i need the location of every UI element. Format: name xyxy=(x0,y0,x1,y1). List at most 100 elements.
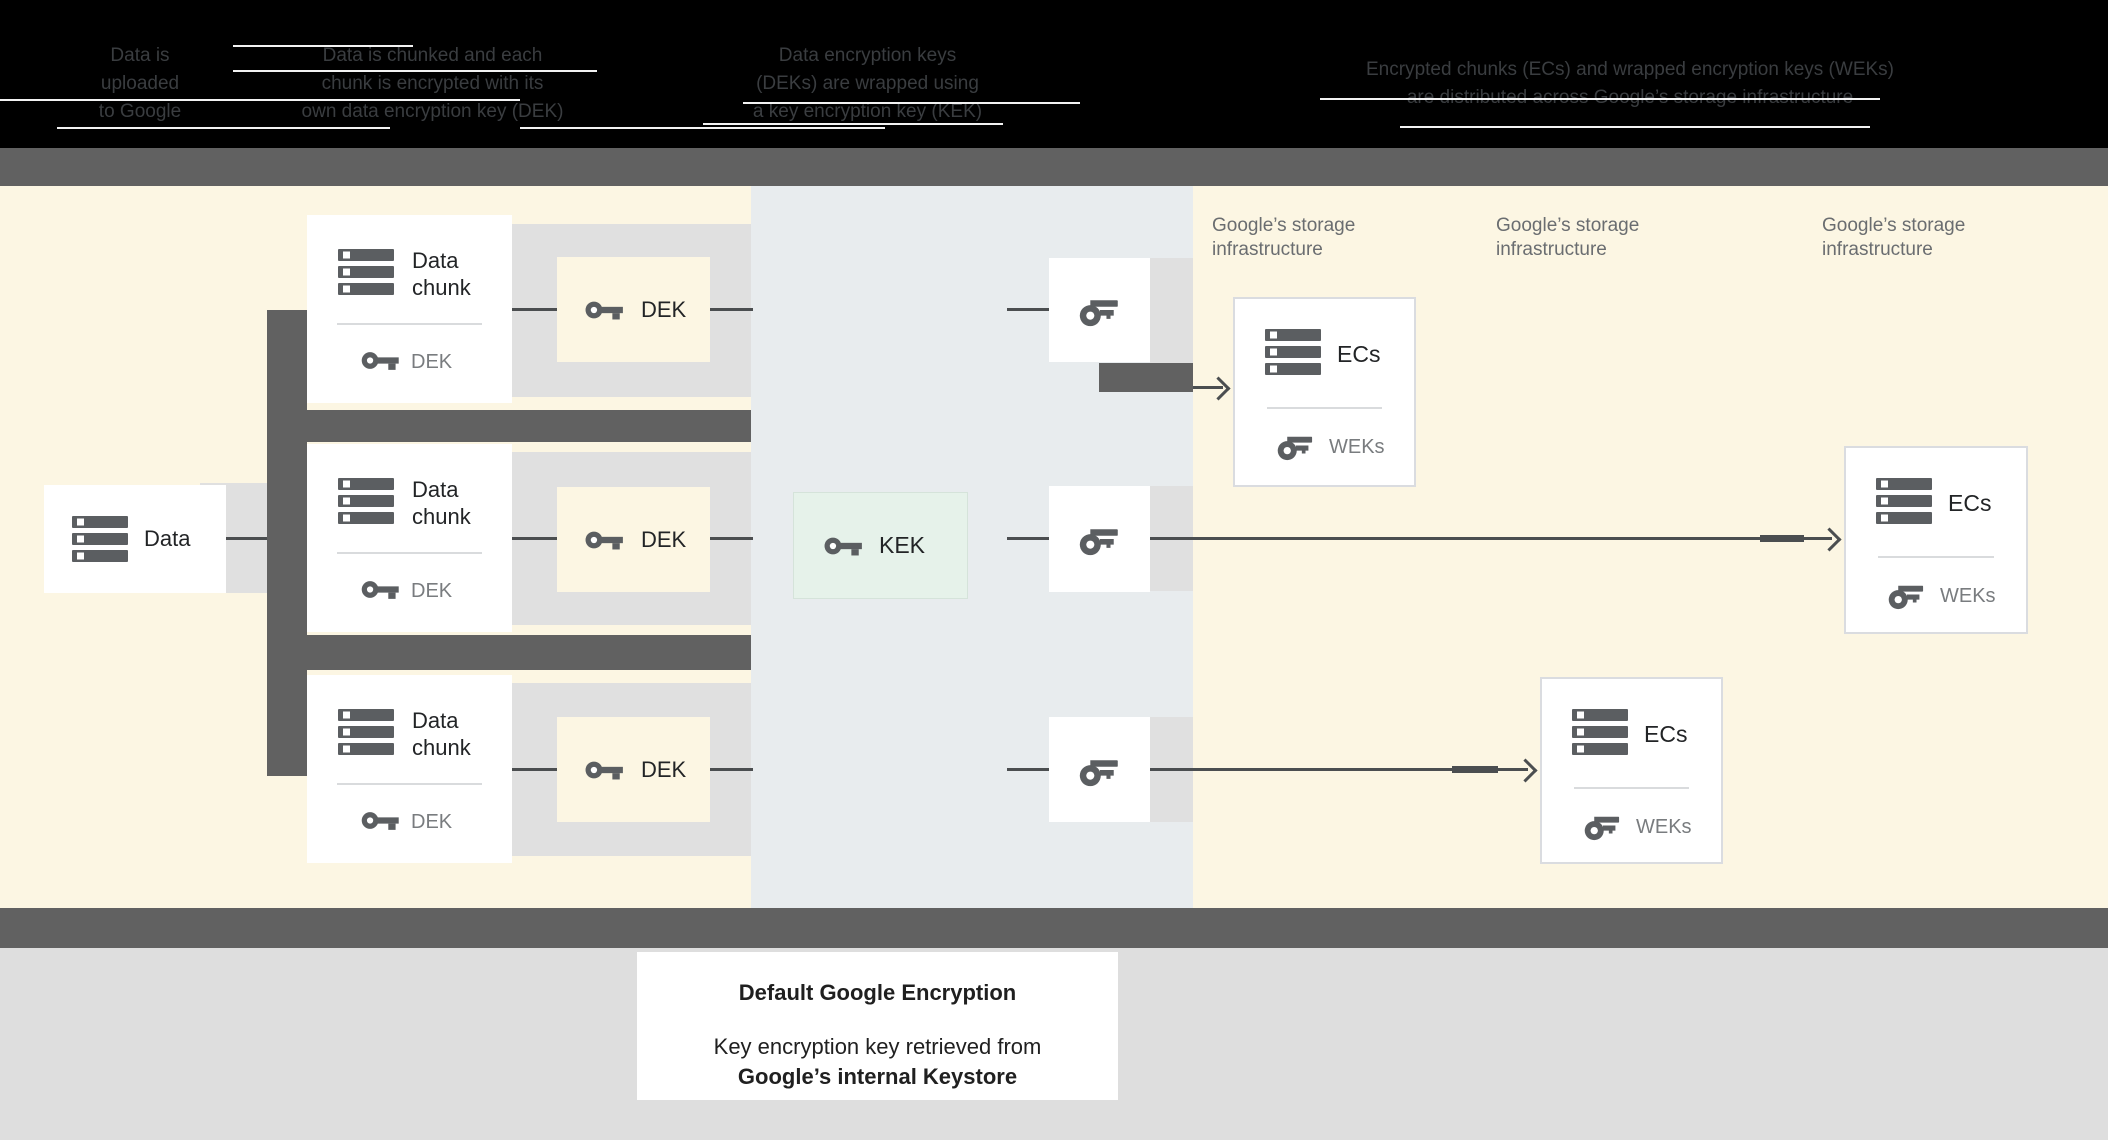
caption-line: Google’s internal Keystore xyxy=(737,1064,1018,1089)
header-step-line: uploaded xyxy=(100,73,180,94)
ecs-title: ECs xyxy=(1948,490,1992,516)
storage-label-line: Google’s storage xyxy=(1212,215,1356,236)
flow-line xyxy=(710,768,753,771)
key-icon xyxy=(824,533,864,559)
storage-icon xyxy=(1572,709,1628,755)
header-step-line: Data is chunked and each xyxy=(322,45,543,66)
ecs-box: ECs WEKs xyxy=(1233,297,1416,487)
dek-box: DEK xyxy=(557,487,710,592)
ecs-weks-label: WEKs xyxy=(1636,816,1692,838)
ecs-title: ECs xyxy=(1644,721,1688,747)
top-divider-bar xyxy=(0,148,2108,186)
arrow-line xyxy=(1150,768,1528,771)
header-step-line: are distributed across Google’s storage … xyxy=(1406,87,1854,108)
dek-box: DEK xyxy=(557,257,710,362)
arrow-line xyxy=(1150,537,1832,540)
header-step-4: Encrypted chunks (ECs) and wrapped encry… xyxy=(1300,56,1960,112)
data-chunk-box: Data chunk DEK xyxy=(307,675,512,863)
wrapped-key-icon xyxy=(1079,522,1121,556)
ecs-divider xyxy=(1878,556,1994,558)
redaction-line xyxy=(233,70,597,72)
wrapped-key-icon xyxy=(1584,810,1622,841)
wrapped-key-icon xyxy=(1277,430,1315,461)
flow-line xyxy=(1007,768,1049,771)
storage-icon xyxy=(338,478,394,524)
flow-line xyxy=(512,537,557,540)
key-icon xyxy=(585,297,625,323)
header-step-line: Data is xyxy=(110,45,170,66)
key-icon xyxy=(585,757,625,783)
ecs-box: ECs WEKs xyxy=(1844,446,2028,634)
wrapped-key-segment xyxy=(1452,766,1498,773)
storage-label-3: Google’s storage infrastructure xyxy=(1822,214,1965,262)
chunk-dek-label: DEK xyxy=(411,351,453,373)
flow-line xyxy=(710,537,753,540)
wrapping-key-box xyxy=(1049,486,1150,592)
redaction-line xyxy=(520,127,885,129)
ecs-divider xyxy=(1574,787,1689,789)
storage-label-1: Google’s storage infrastructure xyxy=(1212,214,1355,262)
wrapping-key-box xyxy=(1049,717,1150,822)
ecs-weks-label: WEKs xyxy=(1329,436,1385,458)
wrapped-key-segment xyxy=(1760,535,1804,542)
header-step-3: Data encryption keys (DEKs) are wrapped … xyxy=(695,42,1040,126)
redaction-line xyxy=(743,102,1080,104)
header-step-line: to Google xyxy=(98,101,182,122)
kek-box-label: KEK xyxy=(879,532,926,558)
flow-line xyxy=(512,308,557,311)
dek-box: DEK xyxy=(557,717,710,822)
header-step-line: Data encryption keys xyxy=(778,45,957,66)
wrapped-key-icon xyxy=(1888,579,1926,610)
key-icon xyxy=(361,348,401,373)
caption-line: Key encryption key retrieved from xyxy=(713,1034,1042,1059)
storage-label-line: infrastructure xyxy=(1822,239,1933,260)
flow-bar xyxy=(267,410,751,442)
storage-icon xyxy=(338,249,394,295)
kek-box: KEK xyxy=(793,492,968,599)
storage-icon xyxy=(72,516,128,562)
connector-trunk xyxy=(267,310,307,776)
storage-icon xyxy=(338,709,394,755)
storage-icon xyxy=(1265,329,1321,375)
data-chunk-title: Data chunk xyxy=(412,708,471,760)
dek-box-label: DEK xyxy=(641,756,687,782)
wrapping-key-box xyxy=(1049,258,1150,362)
arrow-line xyxy=(1193,386,1223,389)
chunk-dek-label: DEK xyxy=(411,811,453,833)
caption-title: Default Google Encryption xyxy=(738,980,1017,1005)
flow-line xyxy=(226,537,267,540)
wrapped-key-icon xyxy=(1079,293,1121,327)
redaction-line xyxy=(0,99,520,101)
header-step-line: (DEKs) are wrapped using xyxy=(756,73,979,94)
flow-bar xyxy=(267,635,751,670)
data-box-label: Data xyxy=(144,526,191,551)
storage-icon xyxy=(1876,478,1932,524)
flow-line xyxy=(512,768,557,771)
storage-label-line: infrastructure xyxy=(1496,239,1607,260)
data-box: Data xyxy=(44,485,226,593)
flow-line xyxy=(1007,308,1049,311)
ecs-divider xyxy=(1267,407,1382,409)
chunk-divider xyxy=(337,323,482,325)
chunk-divider xyxy=(337,783,482,785)
dek-box-label: DEK xyxy=(641,526,687,552)
storage-label-2: Google’s storage infrastructure xyxy=(1496,214,1639,262)
header-step-2: Data is chunked and each chunk is encryp… xyxy=(260,42,605,126)
data-chunk-title: Data chunk xyxy=(412,477,471,529)
caption-box: Default Google Encryption Key encryption… xyxy=(637,952,1118,1100)
key-band xyxy=(1150,258,1193,363)
chunk-dek-label: DEK xyxy=(411,580,453,602)
wrapped-key-icon xyxy=(1079,753,1121,787)
ecs-weks-label: WEKs xyxy=(1940,585,1996,607)
storage-label-line: infrastructure xyxy=(1212,239,1323,260)
storage-label-line: Google’s storage xyxy=(1496,215,1640,236)
ecs-box: ECs WEKs xyxy=(1540,677,1723,864)
header-step-1: Data is uploaded to Google xyxy=(20,42,260,126)
redaction-line xyxy=(1320,98,1880,100)
redaction-line xyxy=(1400,126,1870,128)
header-band xyxy=(0,0,2108,148)
flow-line xyxy=(710,308,753,311)
redaction-line xyxy=(233,45,413,47)
key-icon xyxy=(361,808,401,833)
